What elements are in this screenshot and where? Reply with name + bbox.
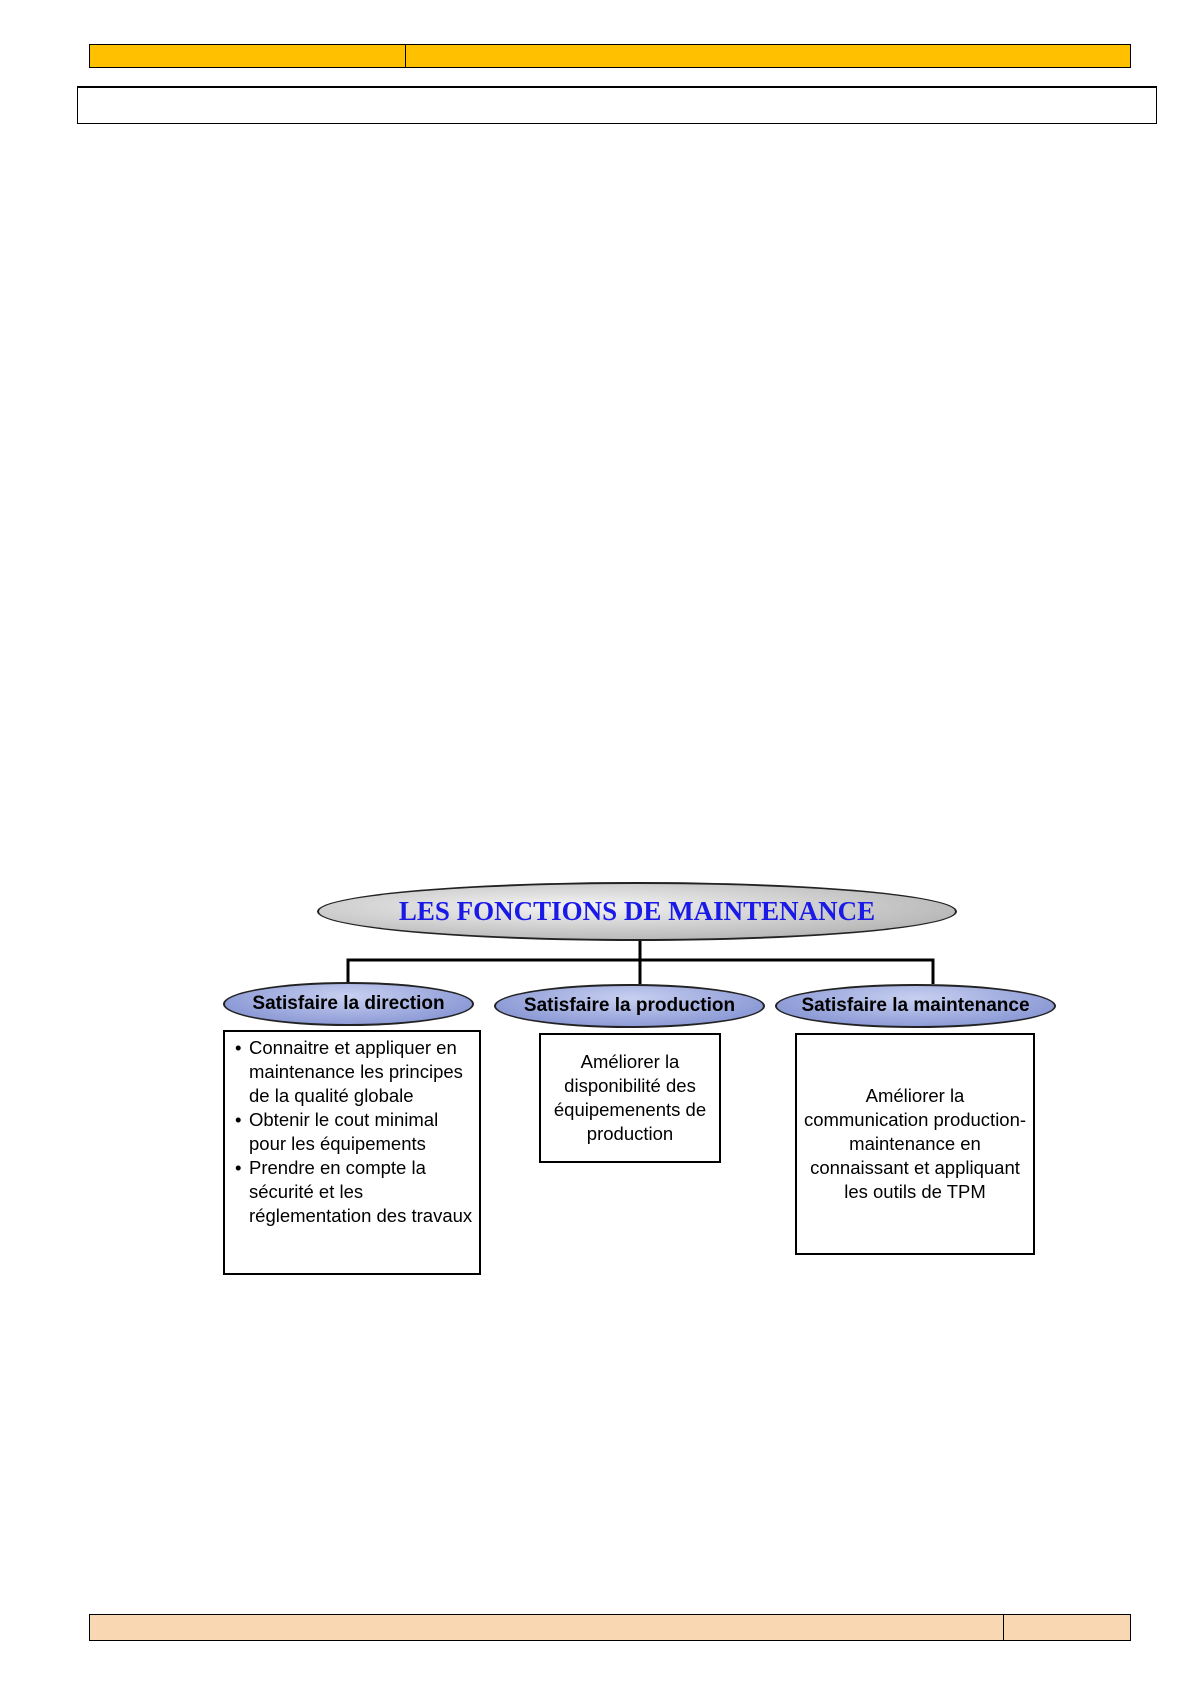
list-item: Connaitre et appliquer en maintenance le…: [235, 1036, 473, 1108]
diagram-title: LES FONCTIONS DE MAINTENANCE: [398, 896, 876, 926]
list-item: Obtenir le cout minimal pour les équipem…: [235, 1108, 473, 1156]
header-left-cell: [90, 45, 406, 67]
branch-production: Satisfaire la production: [494, 984, 765, 1028]
branch-label: Satisfaire la maintenance: [801, 995, 1030, 1016]
branch-label: Satisfaire la production: [523, 995, 736, 1016]
maintenance-text: Améliorer la communication production-ma…: [803, 1085, 1027, 1202]
branch-maintenance: Satisfaire la maintenance: [775, 984, 1056, 1028]
footer-left-cell: [90, 1615, 1004, 1640]
production-box: Améliorer la disponibilité des équipemen…: [539, 1033, 721, 1163]
footer-page-cell: [1004, 1615, 1130, 1640]
diagram-title-ellipse: LES FONCTIONS DE MAINTENANCE: [317, 882, 957, 941]
branch-label: Satisfaire la direction: [252, 993, 445, 1014]
maintenance-box: Améliorer la communication production-ma…: [795, 1033, 1035, 1255]
list-item: Prendre en compte la sécurité et les rég…: [235, 1156, 473, 1228]
branch-direction: Satisfaire la direction: [223, 982, 474, 1026]
direction-box: Connaitre et appliquer en maintenance le…: [223, 1030, 481, 1275]
direction-list: Connaitre et appliquer en maintenance le…: [231, 1036, 473, 1228]
page-header-bar: [89, 44, 1131, 68]
section-title-box: [77, 86, 1157, 124]
production-text: Améliorer la disponibilité des équipemen…: [553, 1051, 707, 1144]
page-footer-bar: [89, 1614, 1131, 1641]
